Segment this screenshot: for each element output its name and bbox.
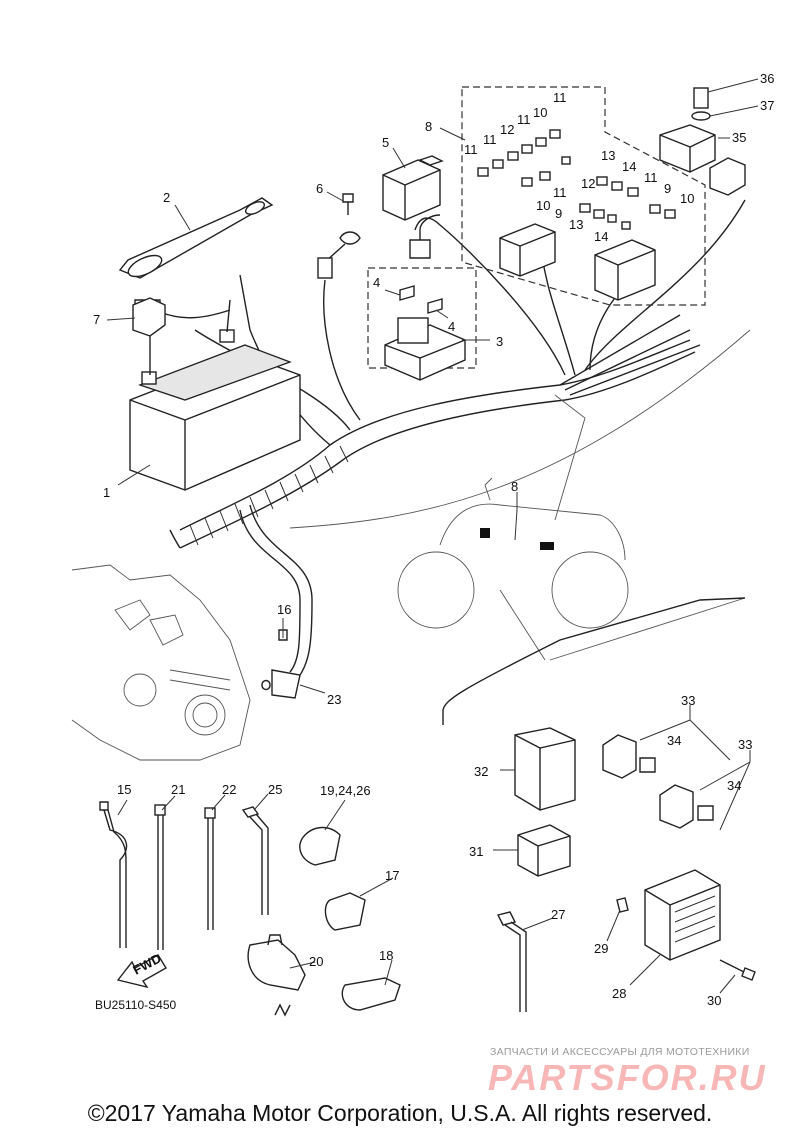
battery-band xyxy=(118,197,274,279)
callout-23: 23 xyxy=(327,692,341,707)
callout-13: 13 xyxy=(601,148,615,163)
callout-9: 9 xyxy=(664,181,671,196)
callout-21: 21 xyxy=(171,782,185,797)
callout-34: 34 xyxy=(727,778,741,793)
callout-11: 11 xyxy=(464,142,478,157)
callout-33: 33 xyxy=(738,737,752,752)
callout-1: 1 xyxy=(103,485,110,500)
callout-12: 12 xyxy=(581,176,595,191)
callout-25: 25 xyxy=(268,782,282,797)
callout-14: 14 xyxy=(594,229,608,244)
callout-labels: 1 2 3 4 4 5 6 7 8 8 9 9 10 10 10 11 11 1… xyxy=(93,71,774,1008)
drawing-code: BU25110-S450 xyxy=(95,998,177,1012)
copyright-notice: ©2017 Yamaha Motor Corporation, U.S.A. A… xyxy=(87,1100,713,1126)
callout-17: 17 xyxy=(385,868,399,883)
battery xyxy=(129,299,301,491)
callout-28: 28 xyxy=(612,986,626,1001)
callout-6: 6 xyxy=(316,181,323,196)
callout-20: 20 xyxy=(309,954,323,969)
callout-4: 4 xyxy=(448,319,455,334)
callout-33: 33 xyxy=(681,693,695,708)
leader-lines xyxy=(106,78,759,994)
callout-7: 7 xyxy=(93,312,100,327)
callout-19-24-26: 19,24,26 xyxy=(320,783,371,798)
callout-30: 30 xyxy=(707,993,721,1008)
callout-9: 9 xyxy=(555,206,562,221)
callout-35: 35 xyxy=(732,130,746,145)
callout-11: 11 xyxy=(553,90,567,105)
callout-34: 34 xyxy=(667,733,681,748)
electrical-detail-parts xyxy=(514,727,756,981)
callout-36: 36 xyxy=(760,71,774,86)
callout-31: 31 xyxy=(469,844,483,859)
callout-8: 8 xyxy=(425,119,432,134)
callout-15: 15 xyxy=(117,782,131,797)
callout-11: 11 xyxy=(517,112,531,127)
callout-14: 14 xyxy=(622,159,636,174)
clamps xyxy=(247,826,401,1017)
callout-29: 29 xyxy=(594,941,608,956)
callout-13: 13 xyxy=(569,217,583,232)
forward-arrow xyxy=(116,954,167,989)
starter-relay xyxy=(367,267,477,381)
callout-18: 18 xyxy=(379,948,393,963)
detail-divider xyxy=(442,597,746,725)
callout-27: 27 xyxy=(551,907,565,922)
motorcycle-outline xyxy=(289,329,751,661)
cable-ties xyxy=(99,801,527,1012)
sensor-assembly xyxy=(659,87,746,196)
callout-11: 11 xyxy=(483,132,497,147)
callout-11: 11 xyxy=(553,185,567,200)
watermark-logo: PARTSFOR.RU xyxy=(488,1057,767,1098)
callout-5: 5 xyxy=(382,135,389,150)
callout-32: 32 xyxy=(474,764,488,779)
terminal-cover xyxy=(132,297,166,337)
callout-10: 10 xyxy=(536,198,550,213)
callout-22: 22 xyxy=(222,782,236,797)
callout-12: 12 xyxy=(500,122,514,137)
callout-11: 11 xyxy=(644,170,658,185)
watermark-tagline: ЗАПЧАСТИ И АКСЕССУАРЫ ДЛЯ МОТОТЕХНИКИ xyxy=(490,1046,750,1058)
callout-16: 16 xyxy=(277,602,291,617)
callout-37: 37 xyxy=(760,98,774,113)
relay xyxy=(382,155,444,259)
engine-outline xyxy=(71,564,301,761)
callout-8: 8 xyxy=(511,479,518,494)
bolt-6 xyxy=(317,193,361,279)
callout-10: 10 xyxy=(533,105,547,120)
callout-2: 2 xyxy=(163,190,170,205)
callout-10: 10 xyxy=(680,191,694,206)
main-wire-harness xyxy=(169,199,746,676)
callout-4: 4 xyxy=(373,275,380,290)
fuse-box-assembly xyxy=(461,86,706,306)
callout-3: 3 xyxy=(496,334,503,349)
